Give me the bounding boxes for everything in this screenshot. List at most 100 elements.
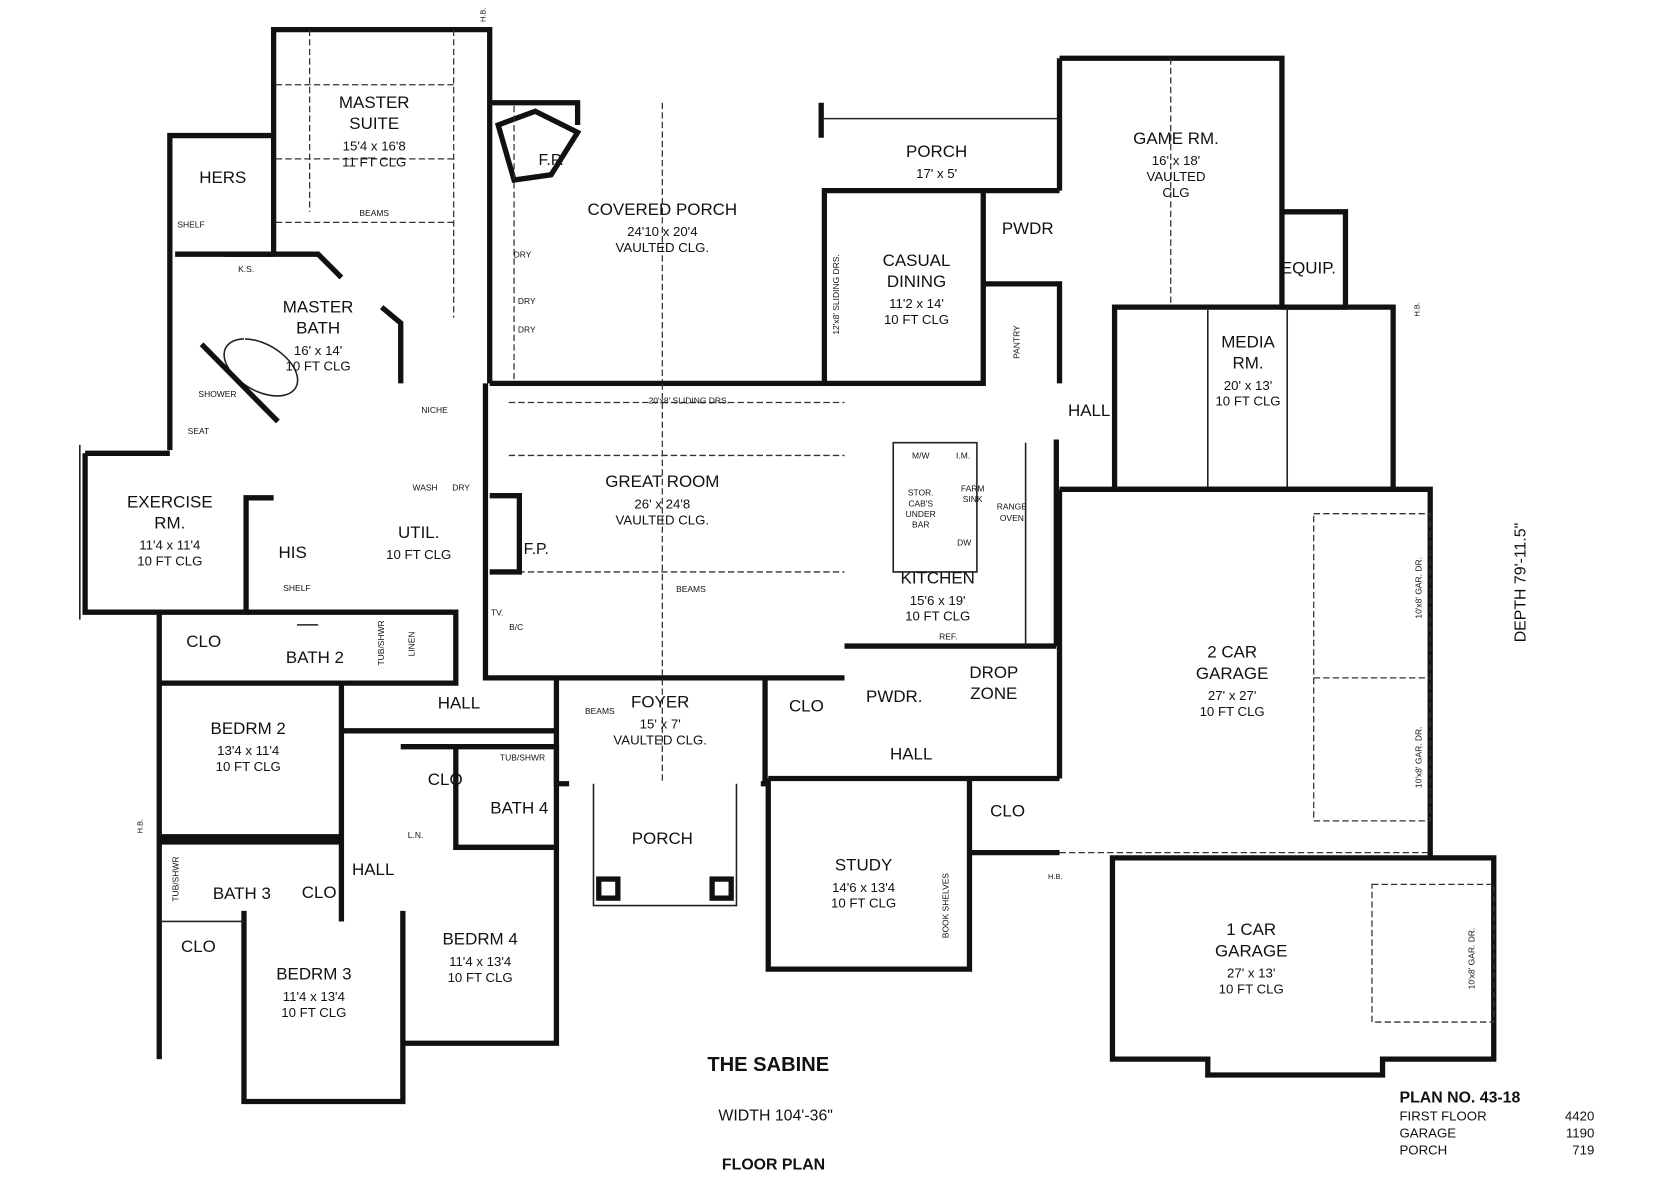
- room-name: BATH 4: [490, 798, 548, 817]
- room-name: EQUIP.: [1281, 258, 1336, 277]
- room-hall-west: HALL: [438, 694, 480, 713]
- annotation-farm1: FARM: [961, 483, 985, 493]
- room-name: ZONE: [970, 684, 1017, 703]
- annotation-tub-bath3: TUB/SHWR: [170, 856, 180, 901]
- room-hers: HERS: [199, 168, 246, 187]
- room-name: STUDY: [835, 856, 892, 875]
- room-dimension: 11'4 x 13'4: [449, 954, 511, 969]
- room-dimension: 17' x 5': [916, 166, 957, 181]
- room-dimension: 10 FT CLG: [884, 312, 949, 327]
- annotation-stor1: STOR.: [908, 488, 934, 498]
- room-name: HALL: [890, 744, 932, 763]
- room-name: BEDRM 2: [211, 719, 286, 738]
- room-name: MASTER: [283, 297, 354, 316]
- annotation-tv: TV.: [491, 607, 503, 617]
- annotation-gar-dr1: 10'x8' GAR. DR.: [1414, 557, 1424, 619]
- room-dimension: VAULTED CLG.: [616, 240, 710, 255]
- plan-info-label: PORCH: [1399, 1142, 1447, 1157]
- room-name: KITCHEN: [901, 569, 975, 588]
- annotation-seat: SEAT: [188, 426, 210, 436]
- room-equip: EQUIP.: [1281, 258, 1336, 277]
- plan-number: PLAN NO. 43-18: [1399, 1090, 1520, 1107]
- room-name: PWDR.: [866, 687, 922, 706]
- annotation-beams-foyer: BEAMS: [585, 706, 615, 716]
- annotation-shelf-hers: SHELF: [177, 220, 204, 230]
- room-hall-study: HALL: [890, 744, 932, 763]
- room-name: DINING: [887, 272, 946, 291]
- room-dimension: 20' x 13': [1224, 378, 1272, 393]
- room-name: CLO: [181, 937, 216, 956]
- annotation-shelf-his: SHELF: [283, 583, 310, 593]
- plan-info-label: GARAGE: [1399, 1126, 1456, 1141]
- annotation-pantry: PANTRY: [1011, 325, 1021, 359]
- annotation-wash: WASH: [413, 482, 438, 492]
- room-dimension: 11 FT CLG: [342, 154, 406, 169]
- annotation-hb3: H.B.: [135, 819, 144, 833]
- annotation-im: I.M.: [956, 451, 970, 461]
- room-name: BATH 3: [213, 884, 271, 903]
- plan-annotations: F.P.F.P.SHELFK.S.SHOWERSEATNICHEDRYDRYDR…: [135, 8, 1476, 990]
- room-bedrm-3: BEDRM 311'4 x 13'410 FT CLG: [276, 965, 351, 1020]
- room-name: PWDR: [1002, 219, 1054, 238]
- annotation-ln: L.N.: [408, 830, 424, 840]
- annotation-gar-dr3: 10'x8' GAR. DR.: [1467, 928, 1477, 990]
- annotation-hb4: H.B.: [1048, 872, 1062, 881]
- room-name: RM.: [1233, 354, 1264, 373]
- plan-caption: FLOOR PLAN: [722, 1156, 825, 1173]
- room-name: PORCH: [906, 142, 967, 161]
- room-name: CLO: [428, 770, 463, 789]
- annotation-farm2: SINK: [963, 494, 983, 504]
- room-name: CLO: [186, 632, 221, 651]
- room-dimension: 14'6 x 13'4: [832, 880, 895, 895]
- room-dimension: 16' x 14': [294, 343, 342, 358]
- room-clo-study: CLO: [990, 802, 1025, 821]
- annotation-bc: B/C: [509, 622, 523, 632]
- room-clo-bath4: CLO: [428, 770, 463, 789]
- room-name: BATH 2: [286, 648, 344, 667]
- room-dimension: VAULTED CLG.: [613, 733, 707, 748]
- room-name: BEDRM 3: [276, 965, 351, 984]
- room-bath-2: BATH 2: [286, 648, 344, 667]
- room-name: GARAGE: [1196, 664, 1268, 683]
- room-name: HALL: [352, 860, 394, 879]
- room-clo-bath2: CLO: [186, 632, 221, 651]
- annotation-gar-dr2: 10'x8' GAR. DR.: [1414, 726, 1424, 788]
- room-name: EXERCISE: [127, 492, 213, 511]
- room-name: RM.: [154, 514, 185, 533]
- room-hall-east: HALL: [1068, 401, 1110, 420]
- room-dimension: 10 FT CLG: [1219, 981, 1284, 996]
- annotation-range1: RANGE: [997, 501, 1027, 511]
- room-dimension: 11'4 x 13'4: [283, 989, 345, 1004]
- room-dimension: VAULTED: [1147, 169, 1206, 184]
- annotation-dw: DW: [957, 537, 971, 547]
- annotation-range2: OVEN: [1000, 513, 1024, 523]
- room-dimension: 26' x 24'8: [634, 496, 690, 511]
- annotation-dry3: DRY: [518, 325, 536, 335]
- room-bath-4: BATH 4: [490, 798, 548, 817]
- room-dimension: 10 FT CLG: [905, 609, 970, 624]
- room-name: GREAT ROOM: [605, 472, 719, 491]
- room-dimension: 10 FT CLG: [286, 359, 351, 374]
- annotation-hb1: H.B.: [478, 8, 487, 22]
- annotation-beams-great: BEAMS: [676, 584, 706, 594]
- room-dimension: 16' x 18': [1152, 153, 1200, 168]
- plan-info-value: 719: [1572, 1142, 1594, 1157]
- plan-info-value: 1190: [1566, 1126, 1594, 1141]
- annotation-book-shelves: BOOK SHELVES: [940, 873, 950, 939]
- annotation-stor3: UNDER: [906, 509, 936, 519]
- room-name: FOYER: [631, 693, 689, 712]
- annotation-fp-great: F.P.: [524, 541, 549, 558]
- plan-info-label: FIRST FLOOR: [1399, 1109, 1486, 1124]
- room-name: UTIL.: [398, 523, 439, 542]
- plan-info-value: 4420: [1565, 1109, 1594, 1124]
